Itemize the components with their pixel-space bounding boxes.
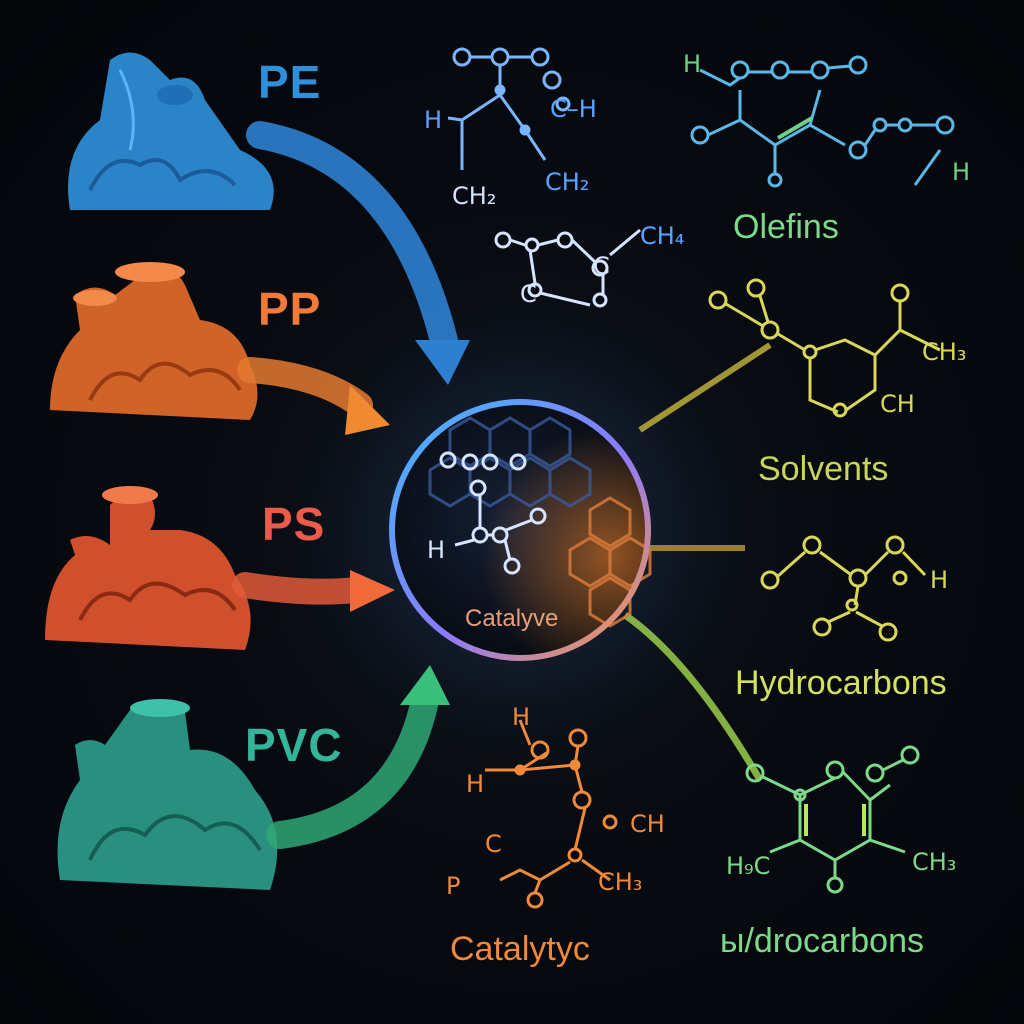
ps-arrow — [232, 572, 368, 605]
pe-arrow — [246, 121, 459, 359]
ps-pellets-icon — [45, 486, 251, 650]
chem-label: P — [446, 872, 461, 900]
pe-pellets-icon — [68, 52, 274, 210]
olefins-label: Olefins — [733, 208, 839, 246]
chem-label: CH₃ — [912, 848, 957, 876]
pe-arrow-head — [415, 340, 470, 385]
chem-label: H — [952, 158, 971, 186]
chem-label: CH₃ — [922, 338, 967, 366]
chem-label: H₉C — [726, 852, 771, 880]
chem-label: H — [466, 770, 485, 798]
chem-label: C — [593, 252, 610, 280]
chem-label: C — [485, 830, 502, 858]
pp-pellets-icon — [50, 262, 258, 420]
hydrocarbons-2-output-line — [623, 612, 764, 782]
chem-label: H — [512, 703, 531, 731]
catalyst-sphere-icon — [389, 399, 652, 661]
solvents-label: Solvents — [758, 450, 889, 488]
pvc-arrow-head — [400, 665, 450, 705]
chem-label: CH₂ — [545, 168, 590, 196]
pe-label: PE — [258, 56, 322, 108]
pvc-arrow — [266, 686, 439, 849]
molecule-center-ring — [494, 228, 641, 308]
chem-label: C–H — [550, 95, 597, 123]
hydrocarbons-molecule — [760, 535, 927, 642]
chem-label: H — [683, 50, 702, 78]
pp-arrow-head — [345, 385, 390, 435]
chem-label: C — [520, 280, 537, 308]
ps-arrow-head — [350, 570, 395, 612]
chem-label: CH₂ — [452, 182, 497, 210]
chem-label: CH — [880, 390, 915, 418]
pvc-pellets-icon — [57, 699, 278, 890]
solvents-molecule — [708, 278, 941, 418]
pp-label: PP — [258, 283, 322, 335]
pvc-label: PVC — [245, 719, 343, 771]
molecule-top-center — [447, 47, 571, 170]
chem-label: CH₄ — [640, 222, 685, 250]
catalyst-label: Catalyve — [465, 605, 559, 632]
solvents-output-line — [638, 342, 772, 433]
hydrocarbons-2-label: ы/drocarbons — [720, 922, 924, 960]
hydrocarbons-label: Hydrocarbons — [735, 664, 947, 702]
ps-label: PS — [262, 498, 326, 550]
chem-label: H — [427, 536, 446, 564]
olefins-molecule — [690, 55, 955, 188]
catalytyc-molecule — [485, 719, 618, 909]
chem-label: CH₃ — [598, 868, 643, 896]
catalytyc-label: Catalytyc — [450, 930, 590, 968]
chem-label: H — [930, 566, 949, 594]
hydrocarbons-2-molecule — [745, 745, 920, 894]
chem-label: CH — [630, 810, 665, 838]
chem-label: H — [424, 106, 443, 134]
